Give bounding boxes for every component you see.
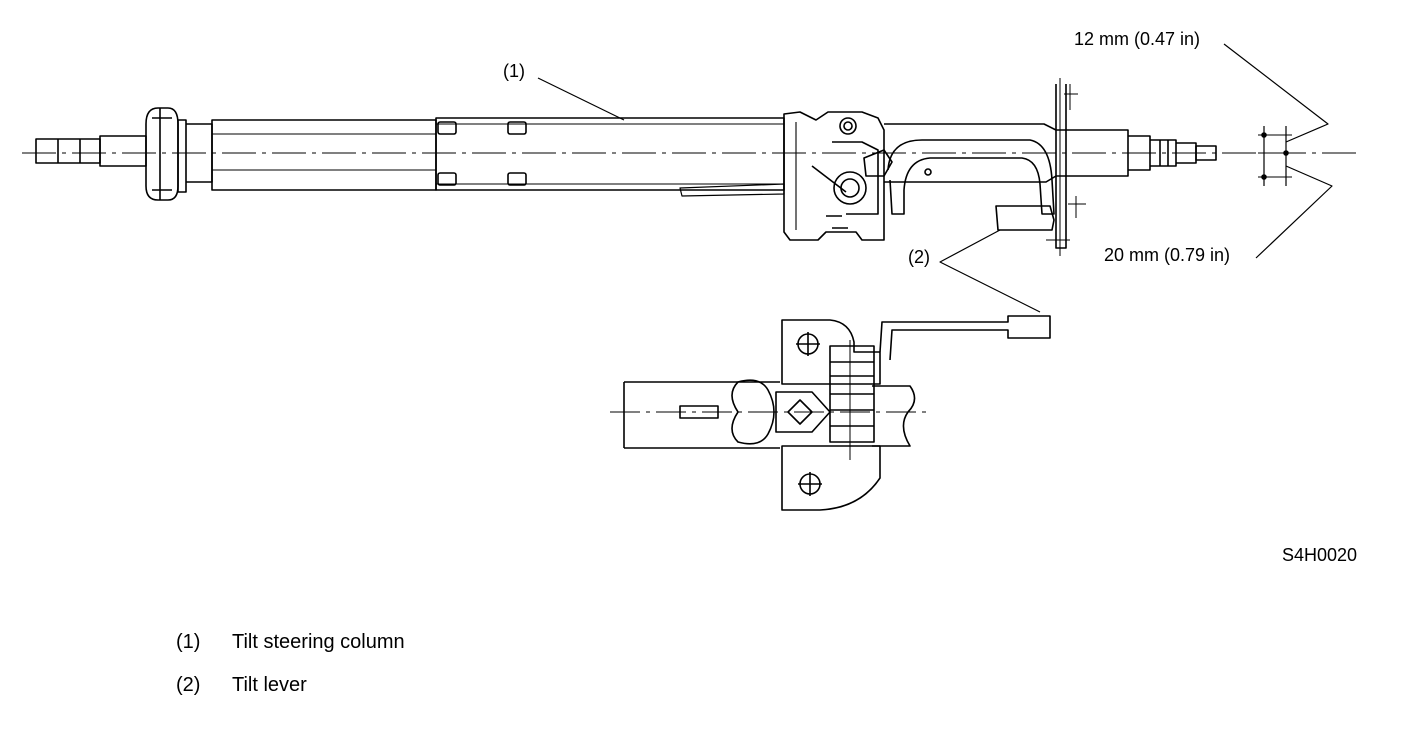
dimension-label-upper: 12 mm (0.47 in) (1074, 29, 1201, 49)
legend-number: (2) (176, 674, 201, 696)
tilt-bracket (783, 111, 893, 241)
column-flange (145, 107, 187, 201)
legend-item-1: (1) Tilt steering column (176, 632, 405, 652)
tilt-lever-top (887, 139, 1055, 231)
dimension-label-lower: 20 mm (0.79 in) (1104, 245, 1231, 265)
dimension-marker (1223, 43, 1333, 259)
lower-shaft-end (35, 135, 147, 167)
legend-item-2: (2) Tilt lever (176, 675, 307, 695)
callout-label-lever: (2) (908, 247, 930, 267)
callout-label-column: (1) (503, 61, 525, 81)
legend-text: Tilt steering column (232, 631, 405, 653)
mounting-plate (1046, 78, 1086, 256)
detail-view (610, 315, 1051, 511)
upper-column (884, 123, 1217, 183)
callout-line-column (537, 77, 625, 121)
column-tube (186, 117, 785, 197)
callout-line-lever (939, 229, 1041, 313)
legend-text: Tilt lever (232, 674, 307, 696)
figure-code: S4H0020 (1282, 545, 1358, 565)
legend-number: (1) (176, 631, 201, 653)
